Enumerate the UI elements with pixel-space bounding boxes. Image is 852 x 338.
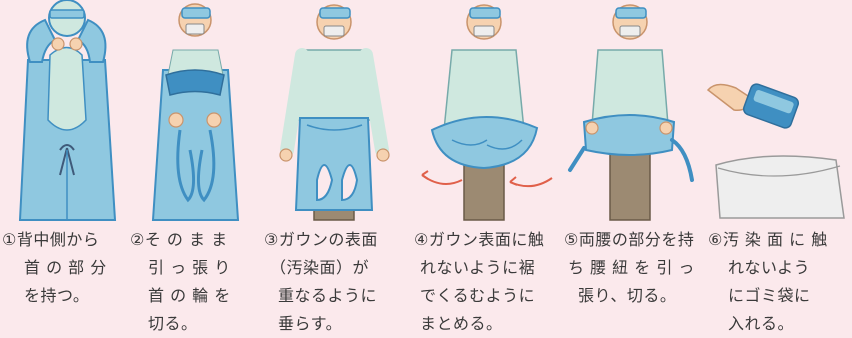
step-1-caption: ①背中側から 首 の 部 分 を持つ。 — [2, 226, 107, 310]
gown-pull-neck-illustration — [151, 3, 240, 221]
step-4-text-4: まとめる。 — [420, 314, 503, 333]
step-1-number: ① — [2, 230, 17, 249]
step-6-text-4: 入れる。 — [728, 314, 795, 333]
step-4-caption: ④ガウン表面に触 れないように裾 でくるむように まとめる。 — [414, 226, 544, 338]
step-4: ④ガウン表面に触 れないように裾 でくるむように まとめる。 — [412, 0, 562, 338]
step-6-number: ⑥ — [708, 230, 723, 249]
step-6-text-2: れないよう — [728, 258, 811, 277]
gown-waist-tie-illustration — [568, 4, 694, 221]
step-3-text-1: ガウンの表面 — [278, 230, 378, 249]
gown-hold-neck-illustration — [18, 0, 117, 221]
step-6-text-3: にゴミ袋に — [728, 286, 811, 305]
step-3-text-3: 重なるように — [278, 286, 378, 305]
step-5-number: ⑤ — [564, 230, 579, 249]
step-5-text-2: ち 腰 紐 を 引 っ — [568, 258, 695, 277]
step-1-text-1: 背中側から — [16, 230, 100, 249]
step-4-text-1: ガウン表面に触 — [428, 230, 545, 249]
step-6-text-1: 汚 染 面 に 触 — [722, 230, 828, 249]
step-5-text-1: 両腰の部分を持 — [578, 230, 695, 249]
step-2-text-3: 首 の 輪 を — [148, 286, 231, 305]
step-5-caption: ⑤両腰の部分を持 ち 腰 紐 を 引 っ 張り、切る。 — [564, 226, 695, 310]
step-3: ③ガウンの表面 （汚染面）が 重なるように 垂らす。 — [262, 0, 412, 338]
step-2-text-1: そ の ま ま — [144, 230, 228, 249]
step-5: ⑤両腰の部分を持 ち 腰 紐 を 引 っ 張り、切る。 — [562, 0, 706, 338]
step-4-text-2: れないように裾 — [420, 258, 536, 277]
step-2: ②そ の ま ま 引 っ 張 り 首 の 輪 を 切る。 — [128, 0, 262, 338]
step-2-number: ② — [130, 230, 145, 249]
step-2-text-4: 切る。 — [148, 314, 198, 333]
step-1-text-2: 首 の 部 分 — [24, 258, 107, 277]
step-4-line-1: ④ガウン表面に触 — [414, 226, 544, 254]
step-3-text-4: 垂らす。 — [278, 314, 343, 333]
trash-bag-illustration — [706, 83, 845, 219]
step-5-line-1: ⑤両腰の部分を持 — [564, 226, 695, 254]
step-4-number: ④ — [414, 230, 429, 249]
step-6: ⑥汚 染 面 に 触 れないよう にゴミ袋に 入れる。 — [706, 0, 852, 338]
step-2-line-1: ②そ の ま ま — [130, 226, 231, 254]
step-6-line-1: ⑥汚 染 面 に 触 — [708, 226, 828, 254]
step-3-text-2: （汚染面）が — [270, 258, 370, 277]
step-1: ①背中側から 首 の 部 分 を持つ。 — [0, 0, 128, 338]
step-3-number: ③ — [264, 230, 279, 249]
step-1-line-1: ①背中側から — [2, 226, 107, 254]
step-1-text-3: を持つ。 — [24, 286, 90, 305]
step-2-text-2: 引 っ 張 り — [148, 258, 231, 277]
step-3-caption: ③ガウンの表面 （汚染面）が 重なるように 垂らす。 — [264, 226, 378, 338]
step-5-text-3: 張り、切る。 — [578, 286, 677, 305]
gown-wrap-illustration — [421, 4, 553, 221]
step-3-line-1: ③ガウンの表面 — [264, 226, 378, 254]
step-2-caption: ②そ の ま ま 引 っ 張 り 首 の 輪 を 切る。 — [130, 226, 231, 338]
step-6-caption: ⑥汚 染 面 に 触 れないよう にゴミ袋に 入れる。 — [708, 226, 828, 338]
step-4-text-3: でくるむように — [420, 286, 536, 305]
gown-drape-illustration — [279, 4, 390, 221]
